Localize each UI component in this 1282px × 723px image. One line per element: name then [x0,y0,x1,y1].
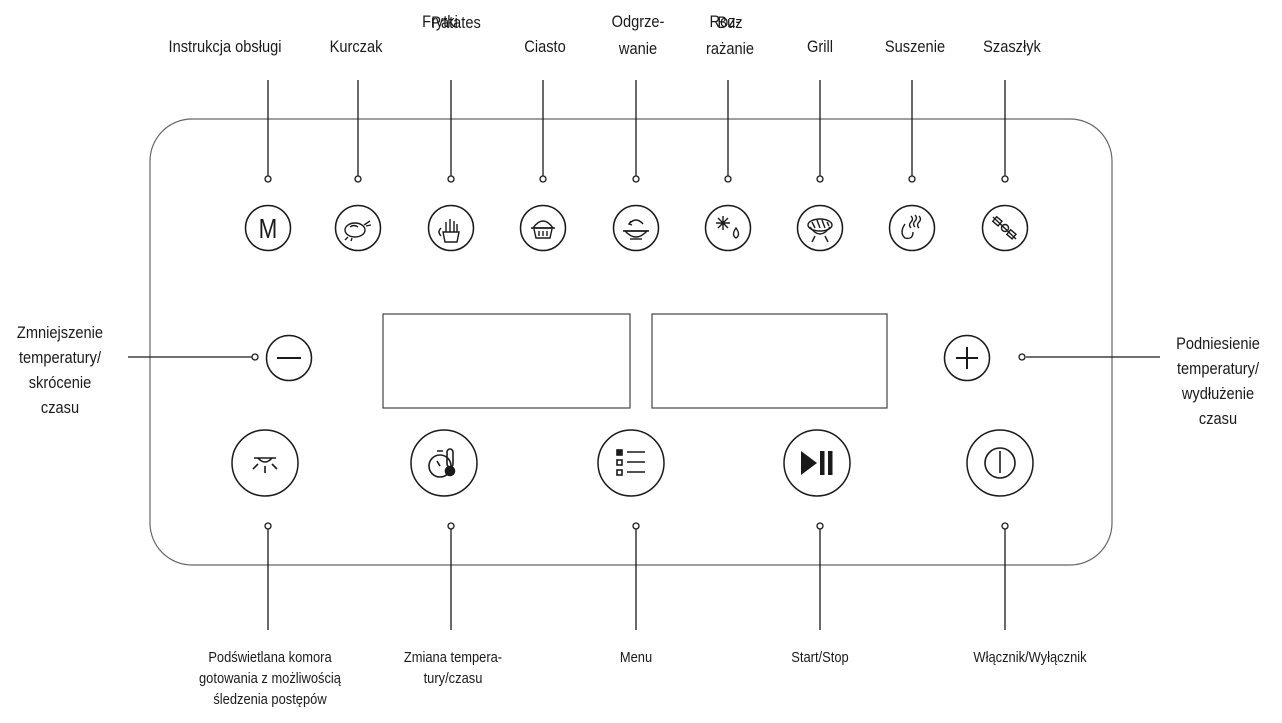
label-increase-line: wydłużenie [1181,384,1255,403]
cake-icon [531,220,555,239]
light-icon [252,457,278,473]
label-szaszlyk: Szaszłyk [983,37,1041,56]
label-decrease: Zmniejszenie temperatury/ skrócenie czas… [5,320,115,420]
side-leaders [128,353,1160,361]
label-light-line: śledzenia postępów [213,691,327,708]
display-right [651,313,888,409]
label-increase: Podniesienie temperatury/ wydłużenie cza… [1165,331,1272,431]
bottom-leaders [264,522,1009,630]
label-rozmrazanie-overlay: Buz [717,13,743,32]
label-increase-line: czasu [1198,409,1238,428]
menu-icon [616,449,645,476]
label-light-line: Podświetlana komora [208,649,332,666]
label-kurczak: Kurczak [329,37,383,56]
label-temp-time: Zmiana tempera- tury/czasu [389,647,518,689]
label-ciasto: Ciasto [524,37,566,56]
panel-outline [149,118,1113,566]
plus-icon [956,347,978,369]
cake-button[interactable] [519,204,567,252]
defrost-icon [716,216,740,239]
label-rozmrazanie-1: Roz- [709,12,741,31]
reheat-button[interactable] [612,204,660,252]
grill-icon [807,218,833,243]
label-start-stop: Start/Stop [791,649,849,666]
label-temp-time-line: tury/czasu [423,670,483,687]
manual-button[interactable]: M [244,204,292,252]
menu-button[interactable] [597,429,665,497]
temperature-time-button[interactable] [410,429,478,497]
label-menu: Menu [619,649,653,666]
play-pause-icon [801,451,833,475]
plus-button[interactable] [943,334,991,382]
label-grill: Grill [807,37,833,56]
label-decrease-line: Zmniejszenie [16,323,104,342]
start-stop-button[interactable] [783,429,851,497]
label-frytki-overlay: Patates [431,13,481,32]
label-light-line: gotowania z możliwością [199,670,341,687]
chicken-icon [344,220,372,242]
power-icon [984,447,1016,479]
top-leaders [264,80,1009,183]
chicken-button[interactable] [334,204,382,252]
label-decrease-line: czasu [40,398,80,417]
manual-icon: M [259,214,278,245]
label-rozmrazanie-2: rażanie [706,39,754,58]
skewer-icon [991,215,1017,240]
label-odgrzewanie-2: wanie [618,39,658,58]
skewer-button[interactable] [981,204,1029,252]
light-button[interactable] [231,429,299,497]
label-light: Podświetlana komora gotowania z możliwoś… [180,647,361,710]
label-increase-line: Podniesienie [1176,334,1260,353]
minus-button[interactable] [265,334,313,382]
label-power: Włącznik/Wyłącznik [973,649,1087,666]
fries-icon [438,219,460,243]
dehydrate-button[interactable] [888,204,936,252]
temperature-time-icon [428,448,456,478]
reheat-icon [623,219,649,240]
defrost-button[interactable] [704,204,752,252]
label-odgrzewanie-1: Odgrze- [611,12,665,31]
dehydrate-icon [901,214,922,240]
label-instrukcja: Instrukcja obsługi [168,37,282,56]
label-increase-line: temperatury/ [1176,359,1260,378]
fries-button[interactable] [427,204,475,252]
display-left [382,313,631,409]
label-suszenie: Suszenie [884,37,946,56]
label-frytki: Frytki [422,12,458,31]
grill-button[interactable] [796,204,844,252]
label-decrease-line: skrócenie [28,373,92,392]
label-decrease-line: temperatury/ [18,348,102,367]
label-temp-time-line: Zmiana tempera- [403,649,503,666]
power-button[interactable] [966,429,1034,497]
